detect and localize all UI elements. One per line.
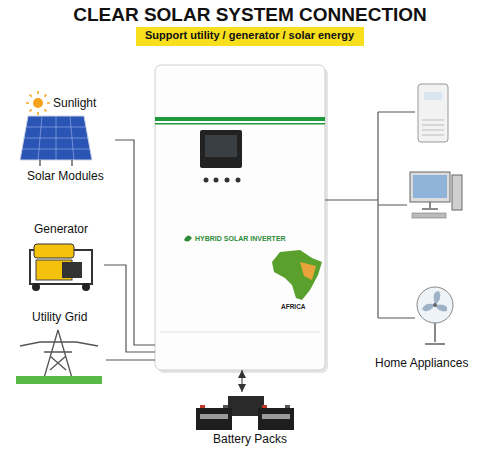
fan xyxy=(417,287,453,344)
generator-icon xyxy=(82,283,90,291)
computer xyxy=(422,202,438,209)
node-text: AFRICA xyxy=(281,303,306,311)
node-text: Home Appliances xyxy=(375,356,468,370)
connector-line xyxy=(104,265,155,352)
inverter-body xyxy=(236,178,241,183)
fan xyxy=(417,287,453,323)
connector-line xyxy=(106,359,155,360)
air-conditioner xyxy=(418,84,448,142)
power-tower xyxy=(20,330,98,378)
computer xyxy=(412,213,446,218)
computer xyxy=(410,172,450,202)
battery-packs xyxy=(200,414,228,419)
node-text: Generator xyxy=(34,222,88,236)
power-tower xyxy=(16,376,102,384)
node-text: Support utility / generator / solar ener… xyxy=(145,29,354,42)
air-conditioner xyxy=(422,120,444,135)
appliance-wiring xyxy=(372,112,415,318)
inverter-body xyxy=(155,117,325,121)
battery-node: Battery Packs xyxy=(185,392,315,448)
sun-icon xyxy=(33,98,43,108)
inverter-body xyxy=(155,65,328,373)
inverter-body xyxy=(184,235,192,241)
inverter-body xyxy=(155,65,325,370)
africa-map xyxy=(300,262,316,280)
sun-icon xyxy=(26,91,50,115)
node-text: Battery Packs xyxy=(213,432,287,446)
air-conditioner xyxy=(424,92,442,100)
battery-packs xyxy=(200,405,205,408)
inverter-body xyxy=(205,135,237,157)
solar-panel xyxy=(40,160,72,166)
africa-map xyxy=(272,250,322,300)
computer xyxy=(410,172,462,218)
node-text: Solar Modules xyxy=(27,169,104,183)
battery-packs xyxy=(196,396,294,430)
connector-line xyxy=(241,370,242,392)
utility-grid-node: Utility Grid xyxy=(14,310,106,388)
generator-icon xyxy=(30,244,92,291)
node-text: Utility Grid xyxy=(32,310,87,324)
appliances-node: Home Appliances xyxy=(372,80,472,370)
battery-packs xyxy=(196,408,232,430)
battery-packs xyxy=(223,405,228,408)
solar-panel xyxy=(20,116,92,160)
battery-packs xyxy=(262,414,290,419)
banner: Support utility / generator / solar ener… xyxy=(136,27,364,46)
inverter-body xyxy=(204,178,209,183)
computer xyxy=(413,175,447,198)
appliance-wiring xyxy=(372,112,415,318)
fan xyxy=(433,303,437,307)
air-conditioner xyxy=(418,84,448,142)
generator-node: Generator xyxy=(18,222,104,292)
inverter-node: HYBRID SOLAR INVERTER AFRICA xyxy=(155,65,325,370)
fan xyxy=(422,291,447,311)
connector-line xyxy=(325,199,372,200)
node-text: HYBRID SOLAR INVERTER xyxy=(195,235,286,243)
computer xyxy=(452,175,462,210)
sun-icon xyxy=(26,91,50,115)
text-label: Sunlight xyxy=(53,96,96,110)
generator-icon xyxy=(32,283,40,291)
solar-panel xyxy=(20,116,92,166)
inverter-body xyxy=(200,130,242,168)
inverter-body xyxy=(225,178,230,183)
inverter-body xyxy=(214,178,219,183)
generator-icon xyxy=(62,262,82,278)
inverter-body xyxy=(155,123,325,125)
battery-packs xyxy=(285,405,290,408)
solar-panel xyxy=(22,116,90,160)
battery-packs xyxy=(262,405,267,408)
solar-module-node: Solar Modules xyxy=(15,112,115,184)
connector-line xyxy=(115,140,155,345)
power-tower xyxy=(16,330,102,384)
battery-packs xyxy=(258,408,294,430)
page-title: CLEAR SOLAR SYSTEM CONNECTION xyxy=(0,4,500,27)
africa-map xyxy=(272,250,322,300)
fan xyxy=(425,323,445,344)
inverter-body xyxy=(160,332,320,333)
generator-icon xyxy=(34,244,74,258)
